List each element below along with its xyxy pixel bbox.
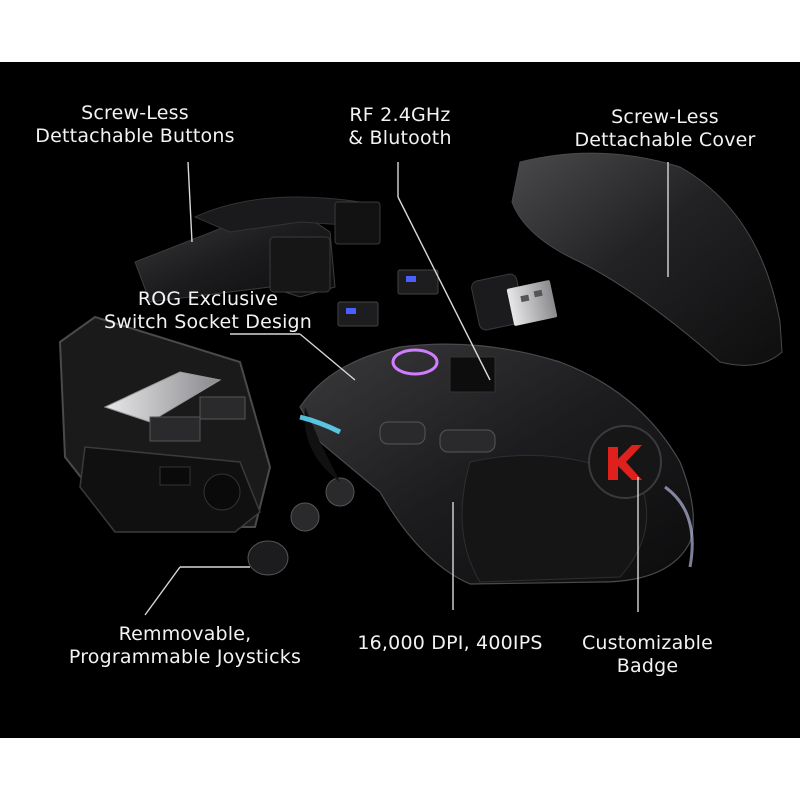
label-detachable-cover-line1: Screw-Less [611, 106, 719, 128]
leader-lines [144, 161, 669, 616]
detachable-cover [511, 152, 783, 366]
label-dpi-line1: 16,000 DPI, 400IPS [357, 632, 543, 654]
usb-dongle [471, 273, 558, 331]
side-button-plate [134, 196, 381, 303]
label-switch-socket: ROG Exclusive Switch Socket Design [98, 288, 318, 334]
label-switch-socket-line1: ROG Exclusive [137, 288, 279, 310]
label-switch-socket-line2: Switch Socket Design [103, 311, 313, 333]
label-detachable-cover-line2: Dettachable Cover [574, 129, 756, 151]
label-wireless-line2: & Blutooth [348, 127, 452, 149]
label-badge: Customizable Badge [570, 632, 725, 678]
label-badge-line2: Badge [616, 655, 679, 677]
label-detachable-buttons-line1: Screw-Less [81, 102, 189, 124]
mouse-illustration [58, 152, 783, 616]
label-dpi: 16,000 DPI, 400IPS [350, 632, 550, 655]
mouse-body [299, 343, 694, 585]
label-badge-line1: Customizable [581, 632, 714, 654]
label-detachable-buttons-line2: Dettachable Buttons [35, 125, 235, 147]
label-wireless: RF 2.4GHz & Blutooth [330, 104, 470, 150]
joystick-caps [247, 477, 355, 576]
label-wireless-line1: RF 2.4GHz [349, 104, 451, 126]
label-detachable-buttons: Screw-Less Dettachable Buttons [30, 102, 240, 148]
micro-switches [337, 269, 439, 327]
accessory-case [58, 315, 272, 533]
product-exploded-view: Screw-Less Dettachable Buttons RF 2.4GHz… [0, 62, 800, 738]
label-joysticks-line1: Remmovable, [118, 623, 252, 645]
label-detachable-cover: Screw-Less Dettachable Cover [560, 106, 770, 152]
label-joysticks-line2: Programmable Joysticks [68, 646, 302, 668]
label-joysticks: Remmovable, Programmable Joysticks [60, 623, 310, 669]
